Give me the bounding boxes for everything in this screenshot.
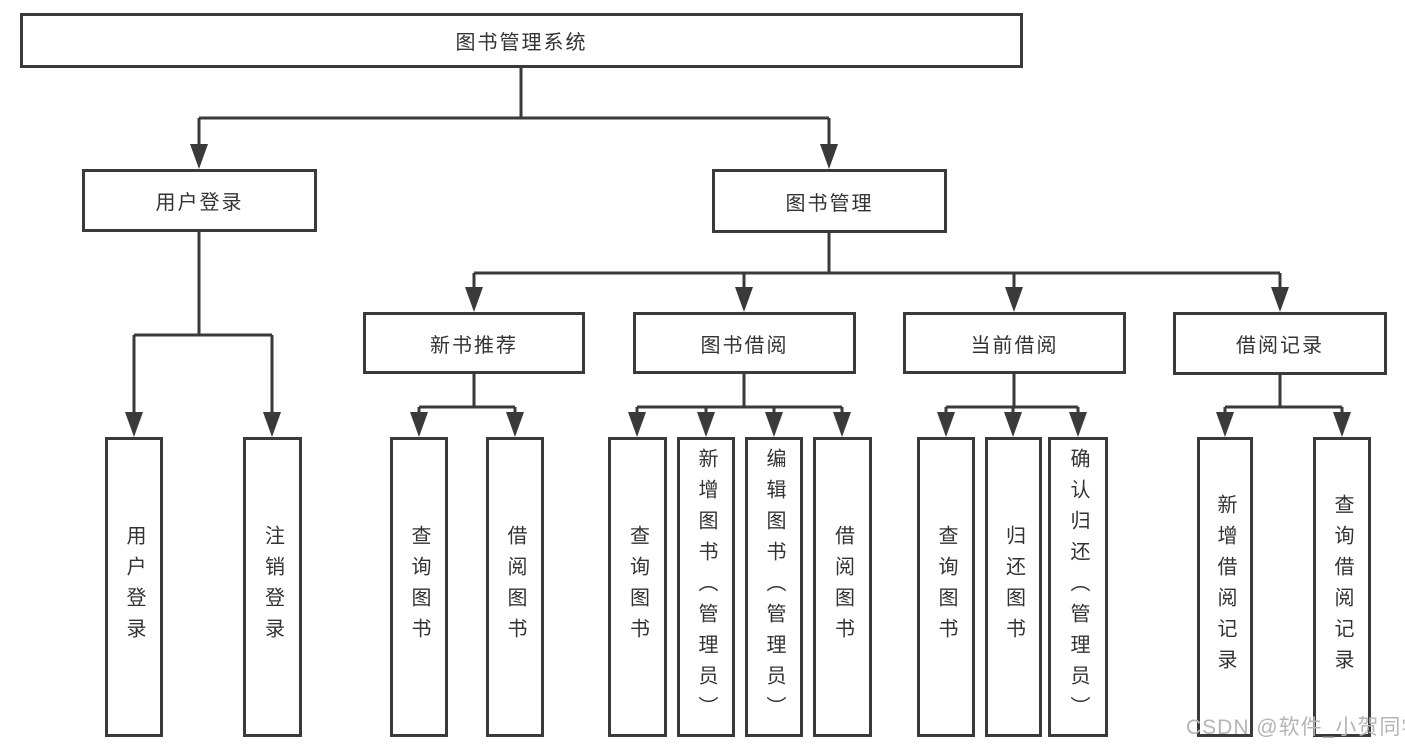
connector-line	[472, 233, 1282, 289]
node-current-borrow: 当前借阅	[903, 312, 1126, 374]
connector-line	[635, 374, 844, 414]
node-label: 图书管理系统	[455, 32, 588, 54]
leaf-label: 借阅图书	[504, 525, 526, 649]
leaf-current-confirm-return-admin: 确认归还（管理员）	[1048, 437, 1108, 737]
connector-borrow-records-branch	[1216, 374, 1351, 437]
watermark: CSDN @软件_小贺同学	[1186, 716, 1405, 739]
node-book-management: 图书管理	[712, 169, 947, 233]
leaf-label: 借阅图书	[831, 525, 854, 649]
arrow-head	[1004, 412, 1022, 437]
arrow-head	[820, 144, 838, 169]
node-borrow-records: 借阅记录	[1173, 312, 1387, 375]
leaf-label: 用户登录	[123, 525, 145, 649]
leaf-current-return-book: 归还图书	[985, 437, 1042, 737]
connector-line	[944, 374, 1080, 414]
arrow-head	[1216, 412, 1234, 437]
node-library-management-system: 图书管理系统	[20, 13, 1023, 68]
leaf-recommend-borrow-book: 借阅图书	[486, 437, 544, 737]
leaf-borrow-borrow-book: 借阅图书	[813, 437, 872, 737]
leaf-label: 查询借阅记录	[1331, 494, 1353, 680]
node-label: 图书管理	[785, 192, 874, 215]
arrow-head	[765, 412, 783, 437]
leaf-label: 查询图书	[626, 525, 649, 649]
node-book-borrow: 图书借阅	[633, 312, 856, 374]
node-label: 当前借阅	[970, 334, 1059, 357]
node-label: 借阅记录	[1236, 335, 1324, 357]
connector-line	[1223, 374, 1344, 414]
leaf-label: 确认归还（管理员）	[1067, 447, 1089, 727]
arrow-head	[190, 144, 208, 169]
arrow-head	[465, 287, 483, 312]
arrow-head	[628, 412, 646, 437]
arrow-head	[735, 287, 753, 312]
connector-book-management-to-level3	[465, 233, 1289, 312]
arrow-head	[125, 412, 143, 437]
arrow-head	[937, 412, 955, 437]
node-label: 新书推荐	[430, 334, 518, 357]
arrow-head	[833, 412, 851, 437]
connector-current-borrow-branch	[937, 374, 1087, 437]
leaf-label: 查询图书	[408, 525, 430, 649]
leaf-label: 编辑图书（管理员）	[763, 447, 785, 727]
arrow-head	[1069, 412, 1087, 437]
leaf-records-query-record: 查询借阅记录	[1313, 437, 1371, 737]
arrow-head	[1333, 412, 1351, 437]
leaf-label: 新增借阅记录	[1214, 494, 1236, 680]
connector-root-to-level2	[190, 68, 838, 169]
arrow-head	[263, 412, 281, 437]
leaf-label: 归还图书	[1002, 525, 1025, 649]
leaf-borrow-query-book: 查询图书	[608, 437, 667, 737]
leaf-records-add-record: 新增借阅记录	[1197, 437, 1253, 737]
leaf-borrow-add-book-admin: 新增图书（管理员）	[677, 437, 735, 737]
connector-line	[417, 374, 517, 414]
connector-line	[132, 232, 274, 414]
leaf-recommend-query-book: 查询图书	[390, 437, 448, 737]
leaf-current-query-book: 查询图书	[917, 437, 975, 737]
arrow-head	[697, 412, 715, 437]
leaf-user-login: 用户登录	[105, 437, 163, 737]
connector-new-book-recommend-branch	[410, 374, 524, 437]
arrow-head	[1271, 287, 1289, 312]
leaf-label: 注销登录	[261, 525, 284, 649]
leaf-logout-login: 注销登录	[243, 437, 302, 737]
connector-book-borrow-branch	[628, 374, 851, 437]
leaf-borrow-edit-book-admin: 编辑图书（管理员）	[745, 437, 803, 737]
node-label: 图书借阅	[700, 334, 789, 357]
connector-user-login-branch	[125, 232, 281, 437]
arrow-head	[410, 412, 428, 437]
arrow-head	[506, 412, 524, 437]
connector-line	[197, 68, 831, 146]
leaf-label: 查询图书	[935, 525, 957, 649]
node-new-book-recommend: 新书推荐	[363, 312, 585, 374]
leaf-label: 新增图书（管理员）	[695, 447, 717, 727]
node-user-login: 用户登录	[82, 169, 317, 232]
arrow-head	[1005, 287, 1023, 312]
node-label: 用户登录	[155, 192, 244, 214]
